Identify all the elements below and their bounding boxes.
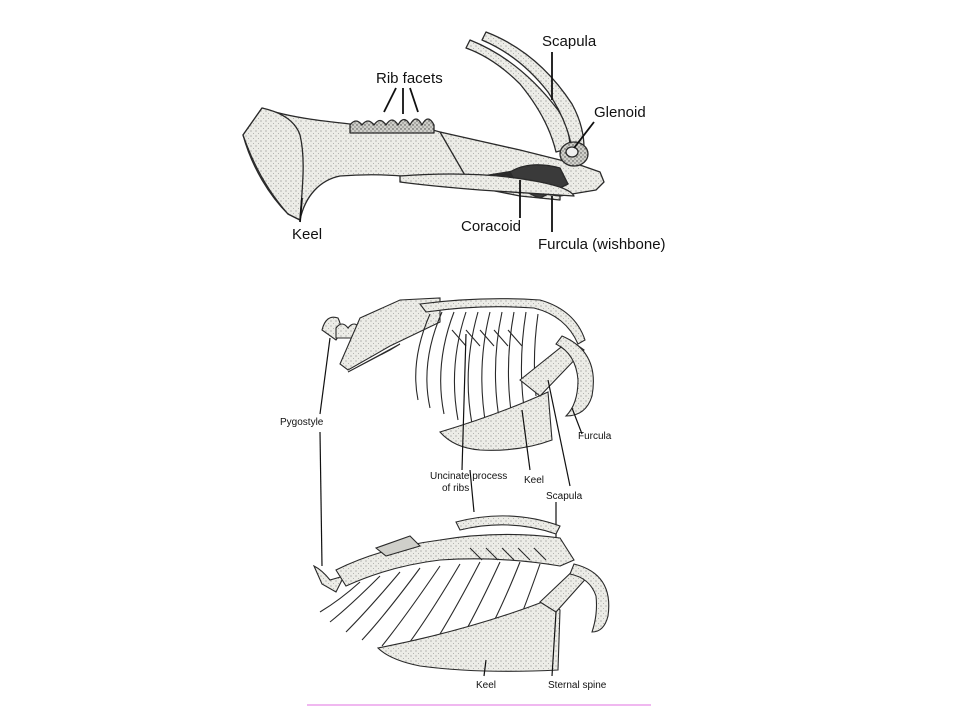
- keel-plate: [242, 107, 304, 221]
- label-scapula: Scapula: [542, 33, 597, 50]
- label-uncinate-process: Uncinate process: [430, 471, 508, 482]
- label-keel-lower: Keel: [476, 680, 497, 691]
- label-sternal-spine: Sternal spine: [548, 680, 607, 691]
- lower-skeleton-illustration: [312, 515, 610, 672]
- bottom-leader-lines: [483, 611, 557, 677]
- keel-lower-bone: [376, 599, 561, 672]
- pygostyle-bone-lower: [312, 564, 346, 593]
- label-glenoid: Glenoid: [594, 104, 646, 121]
- furcula-upper-bone: [555, 335, 594, 417]
- label-furcula-wishbone: Furcula (wishbone): [538, 236, 666, 253]
- sternum-illustration: [242, 31, 605, 221]
- label-of-ribs: of ribs: [442, 483, 470, 494]
- label-rib-facets: Rib facets: [376, 70, 443, 87]
- furcula-lower-bone: [569, 563, 610, 633]
- top-leader-lines: [299, 52, 595, 232]
- upper-skeleton-illustration: [321, 297, 594, 451]
- keel-upper-bone: [439, 391, 553, 451]
- label-keel-top: Keel: [292, 226, 323, 243]
- label-pygostyle: Pygostyle: [280, 417, 324, 428]
- furcula-bone: [399, 173, 575, 197]
- label-coracoid: Coracoid: [461, 218, 522, 235]
- label-scapula-small: Scapula: [546, 491, 583, 502]
- label-keel-upper: Keel: [524, 475, 545, 486]
- label-furcula: Furcula: [578, 431, 612, 442]
- rib-facet-row: [349, 118, 435, 134]
